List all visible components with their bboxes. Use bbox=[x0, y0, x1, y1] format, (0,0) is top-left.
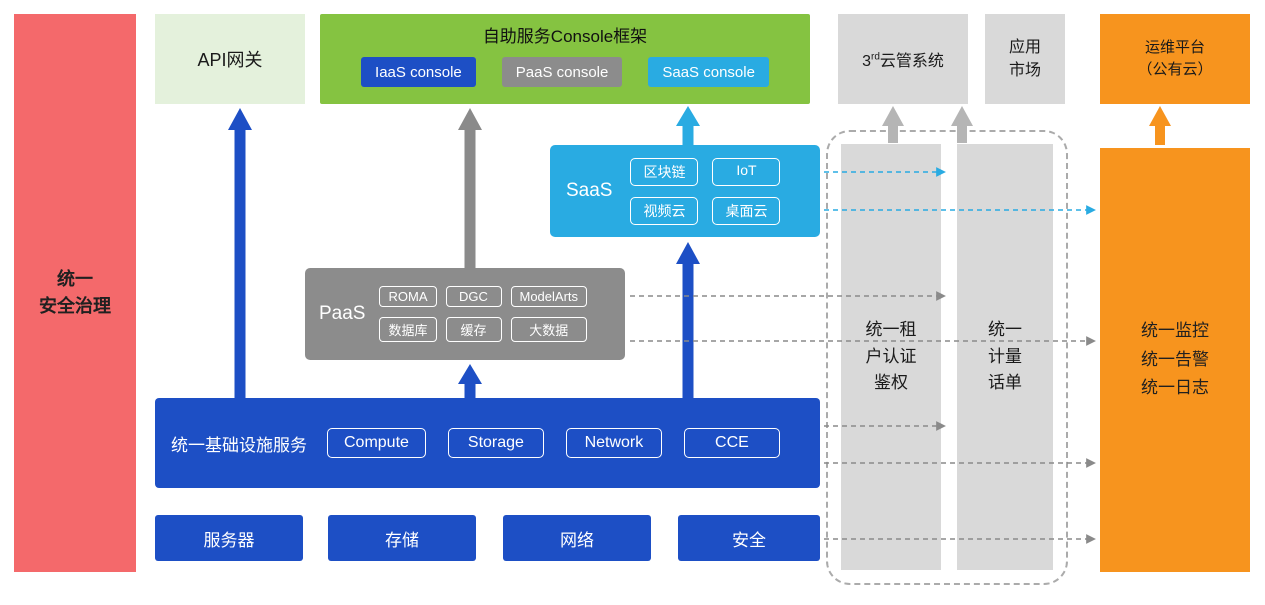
infrastructure-box: 统一基础设施服务 Compute Storage Network CCE bbox=[155, 398, 820, 488]
api-gateway-box: API网关 bbox=[155, 14, 305, 104]
iaas-console-chip: IaaS console bbox=[361, 57, 476, 87]
infra-service-network: Network bbox=[565, 428, 662, 458]
saas-service-grid: 区块链 IoT 视频云 桌面云 bbox=[630, 157, 781, 225]
security-governance-bar: 统一 安全治理 bbox=[14, 14, 136, 572]
paas-service-cache: 缓存 bbox=[445, 317, 502, 342]
paas-service-grid: ROMA DGC ModelArts 数据库 缓存 大数据 bbox=[379, 286, 588, 342]
paas-label: PaaS bbox=[319, 303, 366, 324]
cloud-mgmt-label: 3rd云管系统 bbox=[862, 51, 944, 70]
console-chip-row: IaaS console PaaS console SaaS console bbox=[320, 57, 810, 87]
arrow-infra-to-saas bbox=[676, 242, 700, 400]
tenant-services-dashed-group bbox=[826, 130, 1068, 585]
arrow-infra-to-paas bbox=[458, 364, 482, 400]
metering-billing-bar: 统一 计量 话单 bbox=[957, 144, 1053, 570]
arrow-ops-to-om-platform bbox=[1149, 106, 1171, 145]
saas-box: SaaS 区块链 IoT 视频云 桌面云 bbox=[550, 145, 820, 237]
saas-service-desktop-cloud: 桌面云 bbox=[712, 196, 781, 225]
saas-label: SaaS bbox=[566, 180, 613, 201]
arrow-saas-to-console bbox=[676, 106, 700, 147]
resource-security-box: 安全 bbox=[678, 515, 820, 561]
saas-console-chip: SaaS console bbox=[648, 57, 769, 87]
saas-service-iot: IoT bbox=[712, 157, 781, 186]
infrastructure-label: 统一基础设施服务 bbox=[171, 435, 307, 455]
app-market-box: 应用 市场 bbox=[985, 14, 1065, 104]
infra-service-compute: Compute bbox=[327, 428, 426, 458]
console-framework-title: 自助服务Console框架 bbox=[482, 27, 648, 46]
third-party-cloud-mgmt-box: 3rd云管系统 bbox=[838, 14, 968, 104]
saas-service-video-cloud: 视频云 bbox=[630, 196, 699, 225]
infra-service-cce: CCE bbox=[683, 428, 780, 458]
arrow-infra-to-api-gateway bbox=[228, 108, 252, 400]
paas-service-bigdata: 大数据 bbox=[510, 317, 588, 342]
paas-service-roma: ROMA bbox=[379, 286, 437, 307]
paas-service-modelarts: ModelArts bbox=[510, 286, 588, 307]
saas-service-blockchain: 区块链 bbox=[630, 157, 699, 186]
resource-storage-box: 存储 bbox=[328, 515, 476, 561]
console-framework-box: 自助服务Console框架 IaaS console PaaS console … bbox=[320, 14, 810, 104]
ops-monitoring-bar: 统一监控 统一告警 统一日志 bbox=[1100, 148, 1250, 572]
paas-console-chip: PaaS console bbox=[501, 57, 623, 87]
infrastructure-service-row: Compute Storage Network CCE bbox=[327, 428, 780, 458]
paas-service-database: 数据库 bbox=[379, 317, 437, 342]
infra-service-storage: Storage bbox=[447, 428, 544, 458]
resource-server-box: 服务器 bbox=[155, 515, 303, 561]
paas-service-dgc: DGC bbox=[445, 286, 502, 307]
tenant-auth-bar: 统一租 户认证 鉴权 bbox=[841, 144, 941, 570]
paas-box: PaaS ROMA DGC ModelArts 数据库 缓存 大数据 bbox=[305, 268, 625, 360]
arrow-paas-to-console bbox=[458, 108, 482, 270]
resource-network-box: 网络 bbox=[503, 515, 651, 561]
om-platform-box: 运维平台 （公有云） bbox=[1100, 14, 1250, 104]
